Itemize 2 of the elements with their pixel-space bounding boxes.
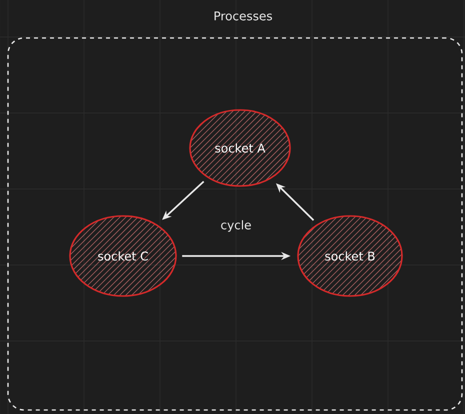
center-label: cycle	[221, 220, 251, 232]
group-heading: Processes	[214, 12, 272, 20]
